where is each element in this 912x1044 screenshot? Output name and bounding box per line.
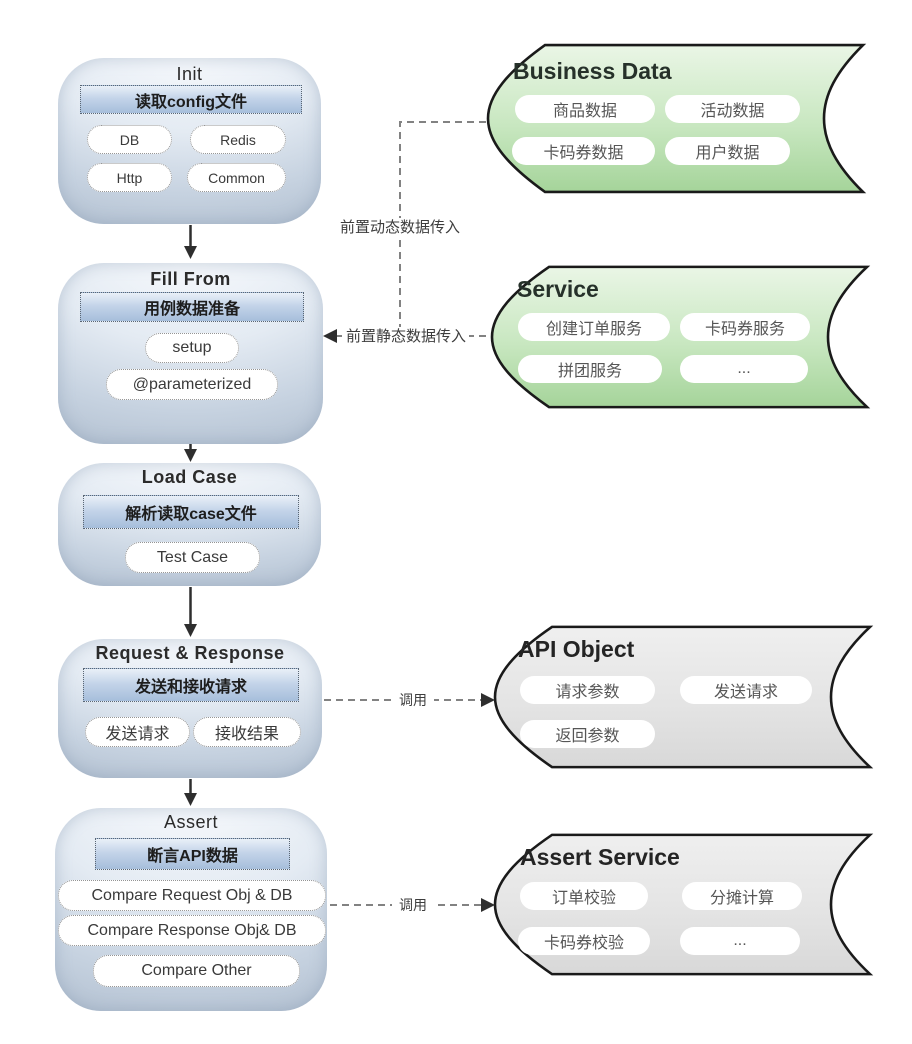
cylinder-api-object-title: API Object: [518, 636, 635, 662]
pill-compare-response: Compare Response Obj& DB: [58, 915, 326, 946]
pill-return-params: 返回参数: [520, 720, 655, 748]
pill-receive-result: 接收结果: [193, 717, 301, 747]
pill-coupon-data: 卡码券数据: [512, 137, 655, 165]
label-dynamic-data: 前置动态数据传入: [338, 218, 462, 238]
cylinder-business-data-title: Business Data: [513, 58, 672, 84]
pill-redis: Redis: [190, 125, 286, 154]
pill-send-request: 发送请求: [85, 717, 190, 747]
cylinder-service-title: Service: [517, 276, 599, 302]
flow-box-load-case-title: Load Case: [141, 467, 238, 487]
flow-box-init-title: Init: [176, 64, 203, 84]
pill-group-service: 拼团服务: [518, 355, 662, 383]
pill-user-data: 用户数据: [665, 137, 790, 165]
pill-setup: setup: [145, 333, 239, 363]
label-static-data: 前置静态数据传入: [343, 327, 469, 347]
flow-box-fill-from: Fill From 用例数据准备 setup @parameterized: [58, 263, 323, 444]
flow-box-init-header: 读取config文件: [80, 85, 302, 114]
flow-box-init: Init 读取config文件 DB Redis Http Common: [58, 58, 321, 224]
pill-activity-data: 活动数据: [665, 95, 800, 123]
flow-box-fill-from-title: Fill From: [150, 269, 231, 289]
flow-box-assert-header: 断言API数据: [95, 838, 290, 870]
label-call-api: 调用: [392, 690, 434, 710]
pill-coupon-check: 卡码券校验: [518, 927, 650, 955]
flow-box-load-case: Load Case 解析读取case文件 Test Case: [58, 463, 321, 586]
arrowhead-loadcase-to-request: [184, 624, 197, 637]
cylinder-api-object: API Object 请求参数 发送请求 返回参数: [490, 624, 912, 770]
flow-box-request-response-title: Request & Response: [95, 643, 285, 663]
arrowhead-init-to-fillfrom: [184, 246, 197, 259]
pill-coupon-service: 卡码券服务: [680, 313, 810, 341]
flow-box-request-response-header: 发送和接收请求: [83, 668, 299, 702]
pill-service-more: ...: [680, 355, 808, 383]
pill-send-request-api: 发送请求: [680, 676, 812, 704]
pill-product-data: 商品数据: [515, 95, 655, 123]
pill-parameterized: @parameterized: [106, 369, 278, 400]
pill-request-params: 请求参数: [520, 676, 655, 704]
cylinder-service: Service 创建订单服务 卡码券服务 拼团服务 ...: [487, 264, 912, 410]
label-call-assert: 调用: [392, 895, 434, 915]
flow-box-assert-title: Assert: [163, 812, 218, 832]
flow-box-assert: Assert 断言API数据 Compare Request Obj & DB …: [55, 808, 327, 1011]
arrowhead-into-fillfrom: [323, 329, 337, 343]
pill-assert-more: ...: [680, 927, 800, 955]
pill-create-order-service: 创建订单服务: [518, 313, 670, 341]
arrowhead-fillfrom-to-loadcase: [184, 449, 197, 462]
pill-http: Http: [87, 163, 172, 192]
pill-split-calc: 分摊计算: [682, 882, 802, 910]
cylinder-assert-service: Assert Service 订单校验 分摊计算 卡码券校验 ...: [490, 832, 912, 977]
flow-box-load-case-header: 解析读取case文件: [83, 495, 299, 529]
pill-compare-request: Compare Request Obj & DB: [58, 880, 326, 911]
flow-box-request-response: Request & Response 发送和接收请求 发送请求 接收结果: [58, 639, 322, 778]
pill-compare-other: Compare Other: [93, 955, 300, 987]
pill-order-check: 订单校验: [520, 882, 648, 910]
flow-box-fill-from-header: 用例数据准备: [80, 292, 304, 322]
arrowhead-request-to-assert: [184, 793, 197, 806]
pill-db: DB: [87, 125, 172, 154]
cylinder-business-data: Business Data 商品数据 活动数据 卡码券数据 用户数据: [483, 42, 912, 195]
pill-test-case: Test Case: [125, 542, 260, 573]
cylinder-assert-service-title: Assert Service: [520, 844, 680, 870]
pill-common: Common: [187, 163, 286, 192]
